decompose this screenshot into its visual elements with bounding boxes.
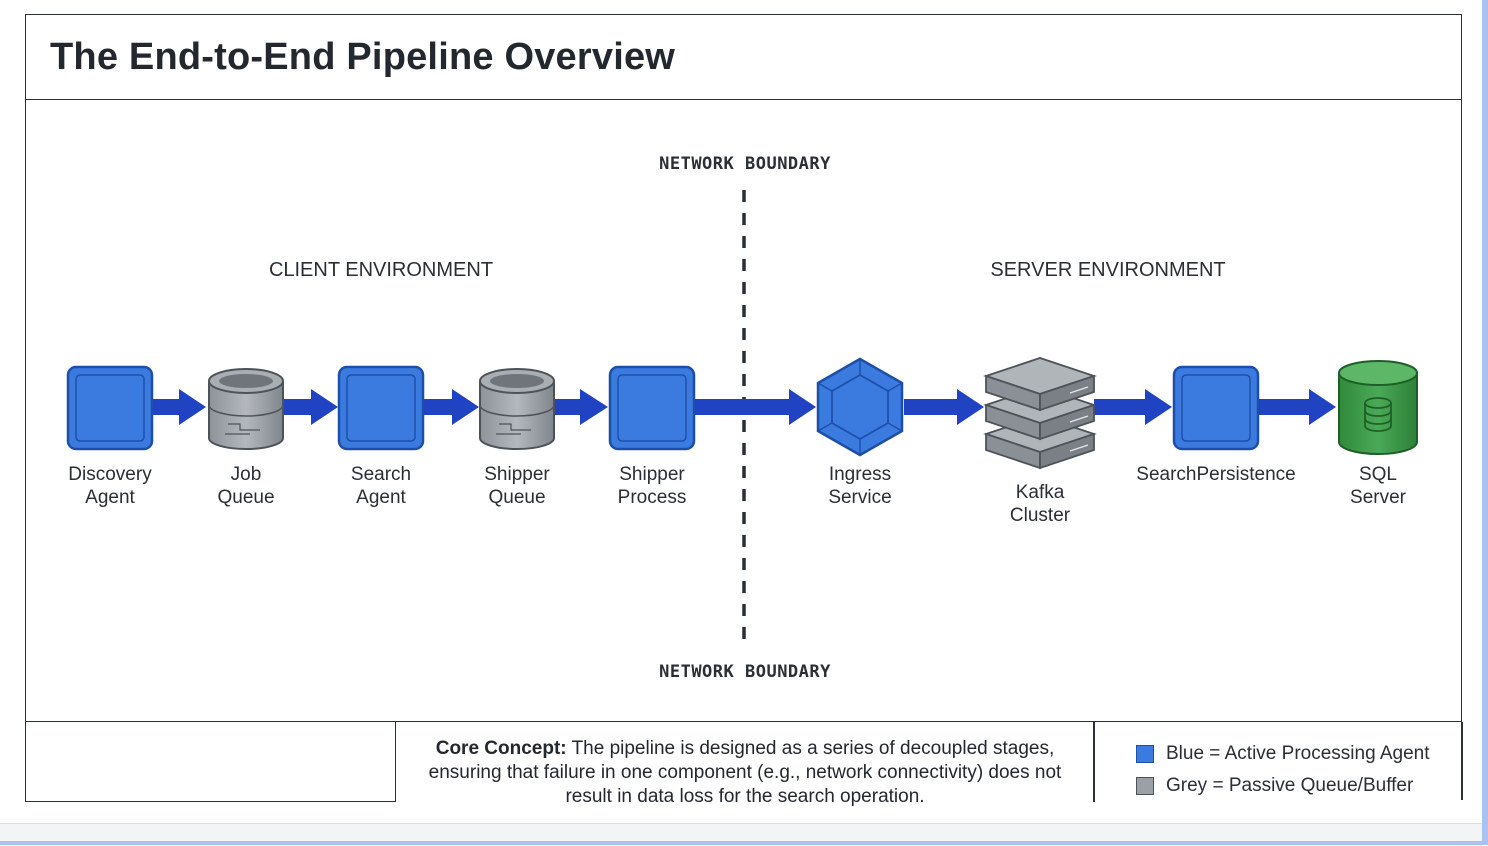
search-agent-node	[337, 365, 425, 451]
node-label-search-persistence: SearchPersistence	[1136, 464, 1296, 485]
legend-swatch-blue	[1136, 745, 1154, 763]
arrow-search-agent-to-shipper-queue	[423, 389, 479, 425]
database-icon	[1364, 397, 1392, 432]
core-concept-text: Core Concept: The pipeline is designed a…	[420, 737, 1070, 809]
ingress-service-node	[816, 357, 904, 457]
arrow-shipper-queue-to-shipper-process	[551, 389, 608, 425]
legend-item-blue: Blue = Active Processing Agent	[1136, 743, 1430, 765]
footer-divider	[1093, 722, 1095, 802]
shipper-process-node	[608, 365, 696, 451]
arrow-kafka-to-search-persistence	[1094, 389, 1172, 425]
window-right-accent	[1482, 0, 1488, 845]
server-environment-label: SERVER ENVIRONMENT	[990, 259, 1226, 281]
footer-empty-panel	[25, 722, 396, 802]
client-environment-label: CLIENT ENVIRONMENT	[268, 259, 494, 281]
legend-item-grey: Grey = Passive Queue/Buffer	[1136, 775, 1413, 797]
diagram-frame	[25, 99, 1462, 722]
core-concept-body: The pipeline is designed as a series of …	[428, 738, 1062, 807]
shipper-queue-node	[479, 368, 555, 450]
core-concept-heading: Core Concept:	[435, 738, 567, 759]
page-title: The End-to-End Pipeline Overview	[50, 36, 676, 78]
network-boundary-label-bottom: NETWORK BOUNDARY	[659, 662, 831, 682]
arrow-discovery-to-job-queue	[152, 389, 206, 425]
discovery-agent-node	[66, 365, 154, 451]
window-bottom-accent	[0, 841, 1488, 845]
flow-arrows	[152, 389, 1336, 425]
legend-label-blue: Blue = Active Processing Agent	[1166, 743, 1430, 764]
title-bar	[25, 14, 1462, 100]
sql-server-node	[1338, 360, 1418, 455]
network-boundary-label-top: NETWORK BOUNDARY	[659, 154, 831, 174]
job-queue-node	[208, 368, 284, 450]
window-bottom-strip	[0, 823, 1482, 846]
arrow-shipper-process-to-ingress	[694, 389, 816, 425]
legend-label-grey: Grey = Passive Queue/Buffer	[1166, 775, 1414, 796]
arrow-search-persistence-to-sql	[1258, 389, 1336, 425]
search-persistence-node	[1172, 365, 1260, 451]
arrow-job-queue-to-search-agent	[282, 389, 338, 425]
arrow-ingress-to-kafka	[904, 389, 984, 425]
kafka-cluster-node	[983, 357, 1097, 470]
legend-swatch-grey	[1136, 777, 1154, 795]
footer-right-edge	[1461, 722, 1463, 800]
